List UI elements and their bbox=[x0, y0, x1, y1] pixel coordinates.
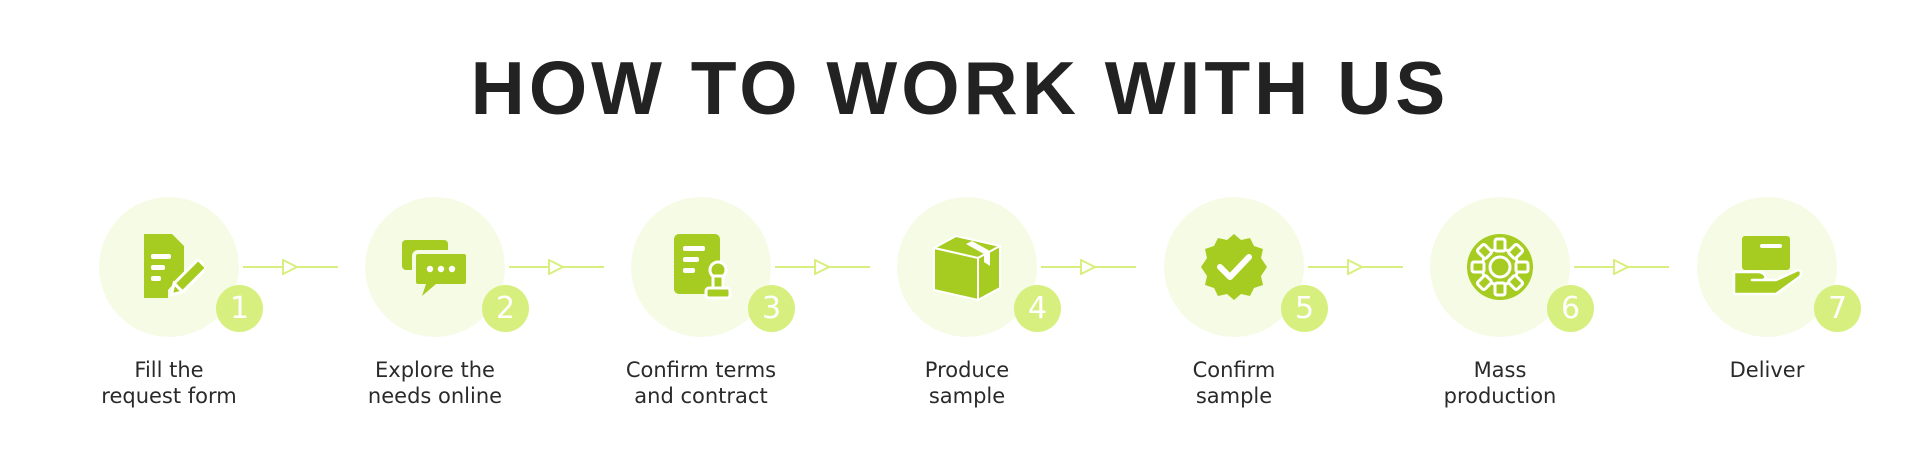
step-circle bbox=[631, 197, 771, 337]
step-number-badge: 6 bbox=[1547, 285, 1594, 332]
step-circle bbox=[1697, 197, 1837, 337]
step-number-badge: 1 bbox=[216, 285, 263, 332]
step-circle bbox=[897, 197, 1037, 337]
page-title: HOW TO WORK WITH US bbox=[470, 46, 1450, 130]
step-number-badge: 4 bbox=[1014, 285, 1061, 332]
step-7: 7 Deliver bbox=[1627, 197, 1907, 417]
connector-arrow-3 bbox=[775, 259, 870, 275]
step-circle bbox=[1164, 197, 1304, 337]
connector-arrow-1 bbox=[243, 259, 338, 275]
contract-stamp-icon bbox=[674, 234, 732, 300]
connector-arrow-4 bbox=[1041, 259, 1136, 275]
connector-arrow-6 bbox=[1574, 259, 1669, 275]
step-circle bbox=[1430, 197, 1570, 337]
step-number-badge: 3 bbox=[748, 285, 795, 332]
gear-icon bbox=[1467, 234, 1533, 300]
connector-arrow-2 bbox=[509, 259, 604, 275]
step-circle bbox=[365, 197, 505, 337]
form-edit-icon bbox=[144, 234, 204, 298]
step-number-badge: 2 bbox=[482, 285, 529, 332]
step-label: Deliver bbox=[1729, 358, 1805, 382]
box-icon bbox=[932, 234, 1002, 302]
chat-bubbles-icon bbox=[402, 240, 470, 296]
hand-deliver-icon bbox=[1732, 236, 1802, 296]
step-circle bbox=[99, 197, 239, 337]
check-badge-icon bbox=[1201, 234, 1267, 300]
step-number-badge: 5 bbox=[1281, 285, 1328, 332]
step-number-badge: 7 bbox=[1814, 285, 1861, 332]
connector-arrow-5 bbox=[1308, 259, 1403, 275]
